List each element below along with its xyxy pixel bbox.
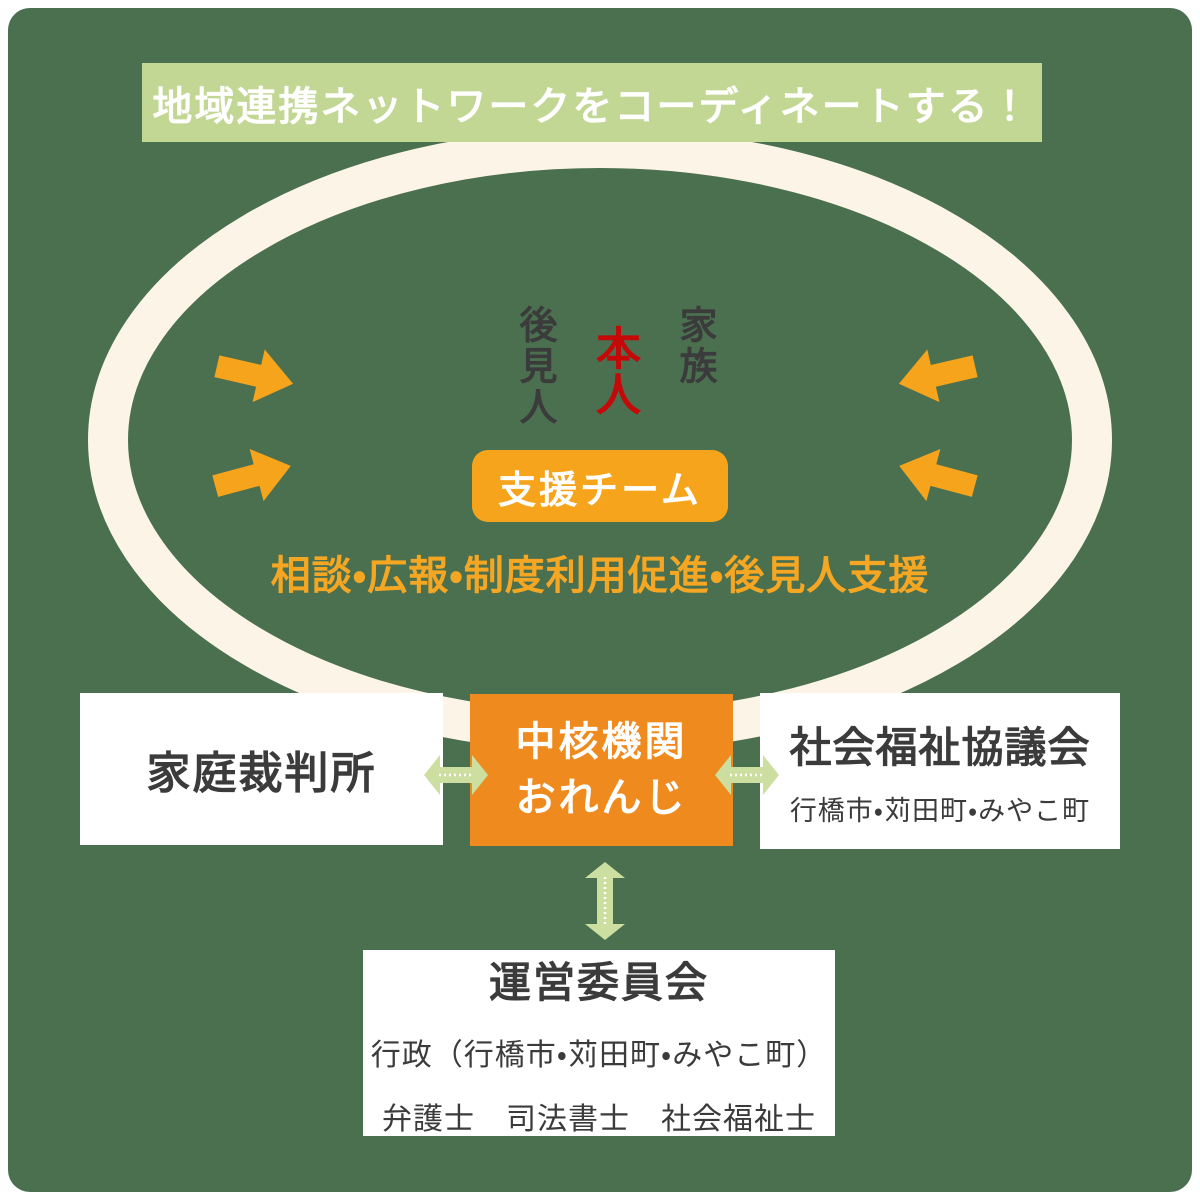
core-agency-line2: おれんじ: [515, 776, 688, 820]
support-team-label: 支援チーム: [498, 469, 702, 512]
steering-committee-members1: 行政（行橋市・苅田町・みやこ町）: [370, 1038, 828, 1072]
diagram-canvas: 地域連携ネットワークをコーディネートする！ 後見人 本人 家族 支援チーム 相談…: [8, 8, 1192, 1192]
inward-arrow-left-bottom-icon: [207, 440, 298, 513]
council-box: 社会福祉協議会 行橋市・苅田町・みやこ町: [760, 693, 1120, 849]
link-arrow-core-council-icon: [715, 755, 779, 795]
link-arrow-core-committee-icon: [585, 862, 625, 940]
banner-title: 地域連携ネットワークをコーディネートする！: [152, 84, 1032, 129]
family-label: 家族: [673, 305, 715, 387]
steering-committee-title: 運営委員会: [488, 958, 709, 1006]
council-title: 社会福祉協議会: [789, 724, 1091, 771]
steering-committee-members2: 弁護士 司法書士 社会福祉士: [382, 1102, 816, 1136]
core-agency-box: 中核機関 おれんじ: [470, 694, 733, 846]
core-agency-line1: 中核機関: [515, 720, 688, 764]
support-team-box: 支援チーム: [472, 450, 728, 522]
services-caption: 相談・広報・制度利用促進・後見人支援: [270, 554, 930, 598]
guardian-label: 後見人: [513, 305, 555, 428]
family-court-box: 家庭裁判所: [80, 693, 443, 845]
inward-arrow-right-bottom-icon: [891, 440, 982, 513]
family-court-title: 家庭裁判所: [146, 749, 377, 798]
link-arrow-court-core-icon: [424, 755, 488, 795]
council-subtitle: 行橋市・苅田町・みやこ町: [789, 796, 1091, 826]
principal-label: 本人: [589, 325, 640, 417]
inward-arrow-left-top-icon: [210, 340, 300, 411]
inward-arrow-right-top-icon: [892, 340, 982, 411]
steering-committee-box: 運営委員会 行政（行橋市・苅田町・みやこ町） 弁護士 司法書士 社会福祉士: [363, 950, 835, 1136]
banner: 地域連携ネットワークをコーディネートする！: [142, 63, 1042, 142]
